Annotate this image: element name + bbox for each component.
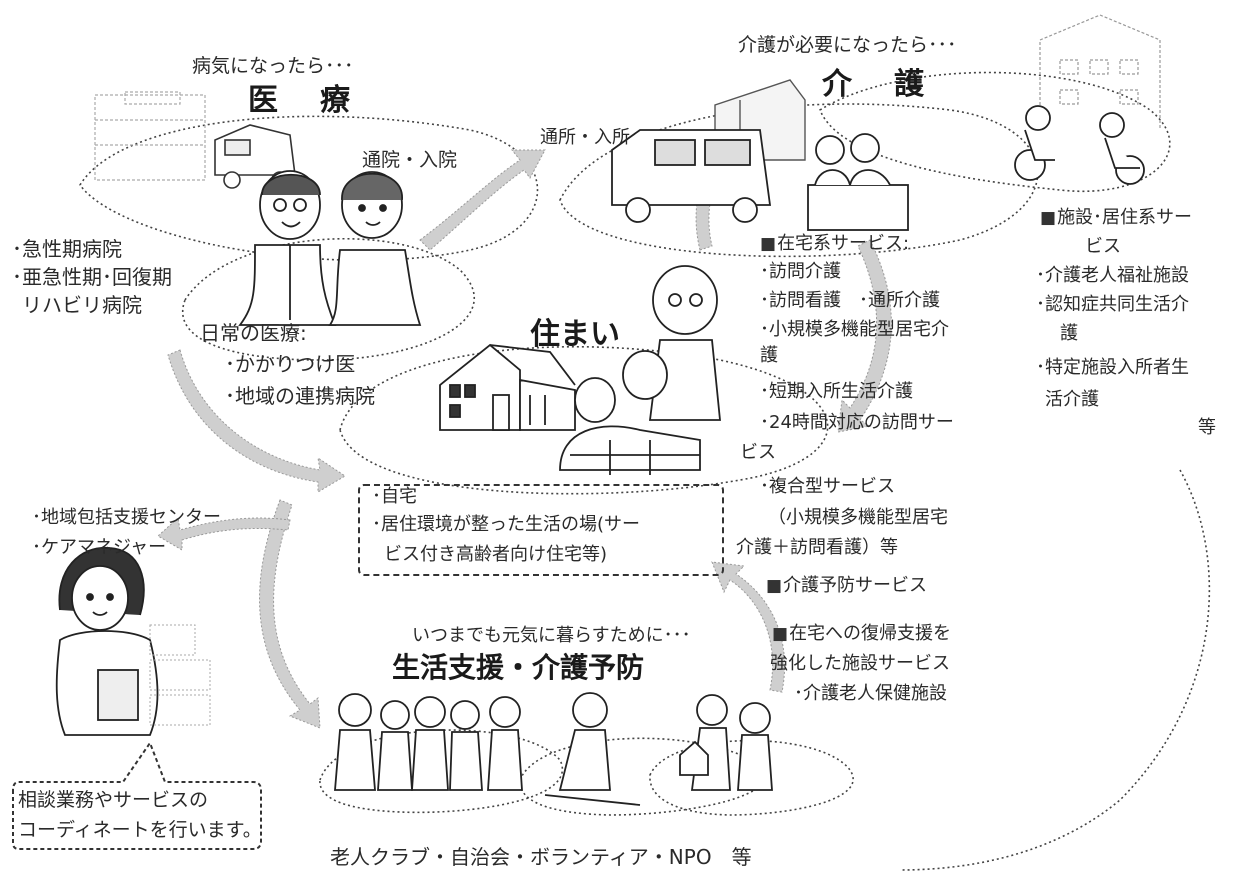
home-services-heading: 在宅系サービス: <box>760 233 909 255</box>
support-loop-3 <box>649 739 854 816</box>
hospital-type-1: ･急性期病院 <box>12 237 122 261</box>
home-service-6: ･複合型サービス <box>760 476 895 497</box>
home-item-1: ･自宅 <box>372 486 417 507</box>
prevention-service: 介護予防サービス <box>766 575 927 597</box>
community-people-icon <box>334 692 773 806</box>
facility-item-1: ･介護老人福祉施設 <box>1036 265 1189 286</box>
daily-medical-item-1: ･かかりつけ医 <box>225 352 356 376</box>
hospital-icon <box>94 91 206 181</box>
consult-center-2: ･ケアマネジャー <box>32 537 167 558</box>
arrow-to-home-left <box>167 349 346 493</box>
nursing-facility-icon <box>1039 14 1161 130</box>
arrow-to-center <box>157 517 291 551</box>
house-icon <box>439 343 576 431</box>
nurse-icon <box>328 171 422 326</box>
van-icon <box>611 129 772 223</box>
support-heading: いつまでも元気に暮らすために･･･ <box>412 625 691 646</box>
arrow-to-home-right <box>837 239 892 433</box>
medical-title: 医 療 <box>248 83 356 118</box>
bath-care-icon <box>807 133 909 231</box>
facility-item-2: ･認知症共同生活介 <box>1036 294 1189 315</box>
documents-icon <box>149 624 211 726</box>
home-title: 住まい <box>530 317 620 352</box>
facility-item-2-cont: 護 <box>1060 323 1078 344</box>
wheelchair-icon <box>1014 105 1145 185</box>
daily-medical-heading: 日常の医療: <box>200 321 307 345</box>
home-service-3: ･小規模多機能型居宅介 <box>760 319 949 340</box>
doctor-icon <box>238 170 337 326</box>
home-item-2: ･居住環境が整った生活の場(サー <box>372 514 641 535</box>
consult-center-1: ･地域包括支援センター <box>32 507 221 528</box>
hospital-type-2: ･亜急性期･回復期 <box>12 265 172 289</box>
home-service-5-cont: ビス <box>740 442 776 463</box>
facility-support-line-2: 強化した施設サービス <box>770 653 950 674</box>
home-loop <box>339 346 829 495</box>
support-title: 生活支援・介護予防 <box>392 651 645 684</box>
support-groups: 老人クラブ・自治会・ボランティア・NPO 等 <box>330 845 752 869</box>
home-service-2: ･訪問看護 ･通所介護 <box>760 290 940 311</box>
facility-heading: 施設･居住系サー <box>1040 207 1192 229</box>
support-loop-1 <box>319 729 564 814</box>
elderly-family-icon <box>559 265 721 475</box>
home-service-3-cont: 護 <box>760 345 778 366</box>
medical-visit-label: 通院・入院 <box>362 149 458 171</box>
home-service-6-detail: （小規模多機能型居宅 <box>768 507 948 528</box>
facility-support-line-1: 在宅への復帰支援を <box>772 623 951 645</box>
hospital-type-3: リハビリ病院 <box>22 293 142 317</box>
clinic-loop <box>182 237 475 361</box>
home-item-3: ビス付き高齢者向け住宅等) <box>384 544 608 565</box>
home-service-1: ･訪問介護 <box>760 261 841 282</box>
facility-item-3: ･特定施設入所者生 <box>1036 357 1189 378</box>
bubble-line-2: コーディネートを行います。 <box>18 819 262 841</box>
home-items-box <box>358 484 724 576</box>
facility-support-item: ･介護老人保健施設 <box>794 683 947 704</box>
medical-loop <box>79 115 539 262</box>
home-service-5: ･24時間対応の訪問サー <box>760 412 954 433</box>
right-dotted-arc <box>899 469 1211 871</box>
facility-item-3-cont: 活介護 <box>1045 389 1099 410</box>
care-heading: 介護が必要になったら･･･ <box>738 34 957 56</box>
care-manager-icon <box>55 546 159 736</box>
medical-heading: 病気になったら･･･ <box>192 55 354 77</box>
care-visit-label: 通所・入所 <box>540 127 630 148</box>
arrow-to-support <box>259 499 321 729</box>
home-service-6-detail-2: 介護＋訪問看護）等 <box>736 537 898 558</box>
facility-heading-cont: ビス <box>1085 236 1121 257</box>
arrow-to-medical <box>419 149 546 251</box>
home-service-4: ･短期入所生活介護 <box>760 381 913 402</box>
speech-bubble <box>12 740 262 850</box>
bubble-line-1: 相談業務やサービスの <box>18 789 209 811</box>
daily-medical-item-2: ･地域の連携病院 <box>225 384 375 408</box>
care-title: 介 護 <box>822 67 930 102</box>
facility-etc: 等 <box>1198 417 1216 438</box>
